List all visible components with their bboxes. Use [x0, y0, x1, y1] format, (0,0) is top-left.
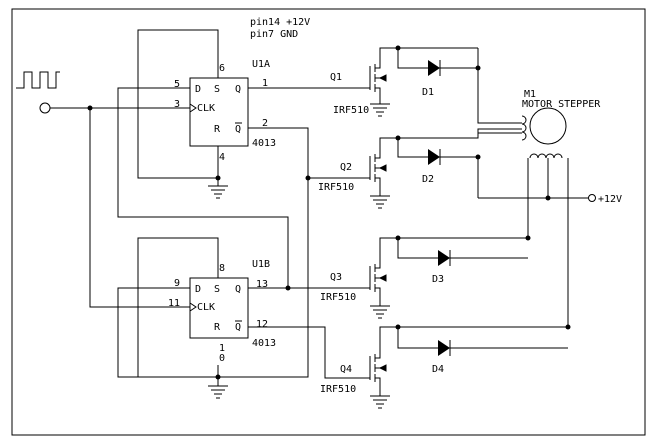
q4-name: Q4 — [340, 364, 352, 375]
clock-input-terminal — [39, 102, 51, 114]
d3-diode-icon — [438, 250, 450, 266]
ground-icon-q4 — [370, 395, 390, 409]
u1b-pin11: 11 — [168, 298, 180, 309]
u1b-pin-clk: CLK — [197, 302, 215, 313]
u1b-pin8: 8 — [219, 263, 225, 274]
d1-label: D1 — [422, 87, 434, 98]
u1b-pin-d: D — [195, 284, 201, 295]
d3-junction — [525, 235, 531, 241]
mosfet-q2 — [369, 137, 398, 196]
u1b-q-junction — [285, 285, 291, 291]
d1-junction — [475, 65, 481, 71]
mosfet-q4 — [369, 326, 398, 396]
supply-terminal — [588, 194, 596, 202]
u1a-qbar-wire — [117, 127, 309, 378]
ground-icon-q1 — [370, 103, 390, 117]
u1b-pin13: 13 — [256, 279, 268, 290]
u1a-pin2: 2 — [262, 118, 268, 129]
u1a-pin6: 6 — [219, 63, 225, 74]
u1b-part: 4013 — [252, 338, 276, 349]
u1a-pin5: 5 — [174, 79, 180, 90]
motor-coil-a — [521, 115, 527, 141]
d4-diode-icon — [438, 340, 450, 356]
ground-icon-u1a — [208, 185, 228, 199]
u1a-clock-triangle — [189, 103, 197, 113]
q4-to-coil-wire — [398, 160, 569, 328]
q1-name: Q1 — [330, 72, 342, 83]
u1b-pin10-top: 1 — [219, 343, 225, 354]
mosfet-q1 — [369, 47, 398, 104]
q2-name: Q2 — [340, 162, 352, 173]
u1b-pin-qbar: Q — [235, 322, 241, 333]
u1a-pin-q: Q — [235, 84, 241, 95]
q2-part: IRF510 — [318, 182, 354, 193]
note-pin7: pin7 GND — [250, 29, 298, 40]
q3-part: IRF510 — [320, 292, 356, 303]
d1-anode-wire — [397, 48, 428, 69]
motor-coil-b — [529, 153, 563, 159]
u1a-name: U1A — [252, 59, 270, 70]
u1a-part: 4013 — [252, 138, 276, 149]
d4-anode-wire — [397, 327, 438, 349]
u1b-pin-r: R — [214, 322, 221, 333]
d2-label: D2 — [422, 174, 434, 185]
u1a-pin4: 4 — [219, 152, 225, 163]
u1a-set-reset-ground-wire — [137, 29, 219, 179]
u1a-pin-r: R — [214, 124, 221, 135]
u1b-pin12: 12 — [256, 319, 268, 330]
u1b-body — [189, 277, 249, 339]
flipflop-u1b: D S Q CLK R Q U1B 4013 9 11 8 1 0 13 12 — [168, 259, 276, 364]
u1b-set-reset-ground-wire — [137, 237, 219, 378]
u1b-name: U1B — [252, 259, 270, 270]
u1a-pin3: 3 — [174, 99, 180, 110]
u1a-pin1: 1 — [262, 78, 268, 89]
ground-icon-u1b — [208, 385, 228, 399]
drawing-frame — [11, 8, 646, 436]
u1a-pin-s: S — [214, 84, 220, 95]
u1b-ground-junction — [215, 374, 221, 380]
q1-part: IRF510 — [333, 105, 369, 116]
u1a-pin-clk: CLK — [197, 103, 215, 114]
d1-diode-icon — [428, 60, 440, 76]
motor-ref: M1 — [524, 89, 536, 100]
q3-name: Q3 — [330, 272, 342, 283]
d2-diode-icon — [428, 149, 440, 165]
flipflop-u1a: D S Q CLK R Q U1A 4013 5 3 6 4 1 2 — [174, 59, 276, 163]
d4-junction — [565, 324, 571, 330]
u1b-qbar-to-q4-gate — [248, 326, 370, 379]
supply-junction — [545, 195, 551, 201]
u1b-clock-triangle — [189, 302, 197, 312]
note-pin14: pin14 +12V — [250, 17, 310, 28]
u1a-d-feedback-wire — [117, 87, 289, 288]
u1a-pin-d: D — [195, 84, 201, 95]
d2-anode-wire — [397, 138, 428, 158]
motor-icon — [529, 107, 567, 145]
u1b-pin9: 9 — [174, 278, 180, 289]
u1b-pin10-bottom: 0 — [219, 353, 225, 364]
ground-icon-q2 — [370, 195, 390, 209]
u1a-pin-qbar: Q — [235, 124, 241, 135]
q1-to-coil-wire — [477, 48, 522, 124]
d4-label: D4 — [432, 364, 444, 375]
d3-label: D3 — [432, 274, 444, 285]
ground-icon-q3 — [370, 305, 390, 319]
clock-wire-u1b — [89, 108, 190, 308]
u1a-ground-junction — [215, 175, 221, 181]
q4-part: IRF510 — [320, 384, 356, 395]
supply-label: +12V — [598, 194, 622, 205]
motor-label: MOTOR STEPPER — [522, 99, 601, 110]
clock-waveform-icon — [16, 71, 60, 89]
q3-to-coil-wire — [398, 160, 529, 239]
mosfet-q3 — [369, 237, 398, 306]
u1b-pin-s: S — [214, 284, 220, 295]
u1b-pin-q: Q — [235, 284, 241, 295]
d3-anode-wire — [397, 238, 438, 259]
